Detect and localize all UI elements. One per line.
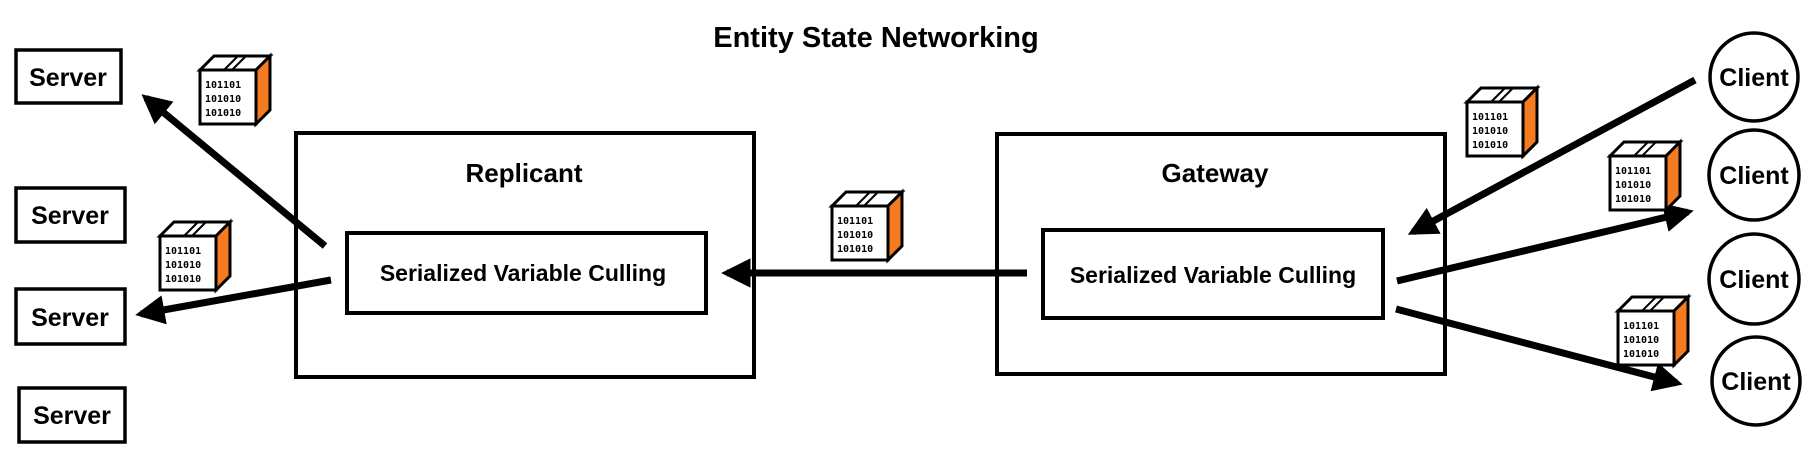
- server-label: Server: [31, 202, 109, 230]
- client-label: Client: [1719, 266, 1789, 294]
- client-label: Client: [1721, 368, 1791, 396]
- arrow-client-1-to-gateway: [1407, 76, 1697, 236]
- packet-icon: [158, 220, 232, 292]
- server-node-2: Server: [14, 186, 127, 244]
- arrow-replicant-to-server-1: [141, 94, 328, 249]
- packet-icon: [830, 190, 904, 262]
- client-label: Client: [1719, 162, 1789, 190]
- arrow-replicant-to-server-3: [135, 276, 332, 325]
- replicant-box: Replicant Serialized Variable Culling: [294, 131, 756, 379]
- gateway-title: Gateway: [1162, 158, 1269, 188]
- server-label: Server: [33, 402, 111, 430]
- packet-icon: [1616, 295, 1690, 367]
- server-label: Server: [31, 304, 109, 332]
- client-node-4: Client: [1710, 335, 1802, 427]
- arrow-gateway-to-client-2: [1396, 203, 1694, 285]
- diagram-title: Entity State Networking: [713, 22, 1039, 54]
- client-node-3: Client: [1707, 232, 1801, 326]
- gateway-culling-label: Serialized Variable Culling: [1070, 262, 1356, 288]
- packet-icon: [1465, 86, 1539, 158]
- client-node-2: Client: [1707, 128, 1801, 222]
- server-node-3: Server: [14, 287, 127, 346]
- gateway-culling-box: [1041, 228, 1385, 320]
- replicant-title: Replicant: [465, 158, 582, 188]
- gateway-box: Gateway Serialized Variable Culling: [995, 132, 1447, 376]
- server-label: Server: [29, 64, 107, 92]
- client-label: Client: [1719, 64, 1789, 92]
- packet-icon: [198, 54, 272, 126]
- replicant-culling-label: Serialized Variable Culling: [380, 260, 666, 286]
- packet-icon: [1608, 140, 1682, 212]
- replicant-culling-box: [345, 231, 708, 315]
- arrow-gateway-to-client-4: [1395, 305, 1683, 392]
- server-node-4: Server: [17, 386, 127, 444]
- server-node-1: Server: [14, 48, 123, 105]
- client-node-1: Client: [1708, 31, 1800, 123]
